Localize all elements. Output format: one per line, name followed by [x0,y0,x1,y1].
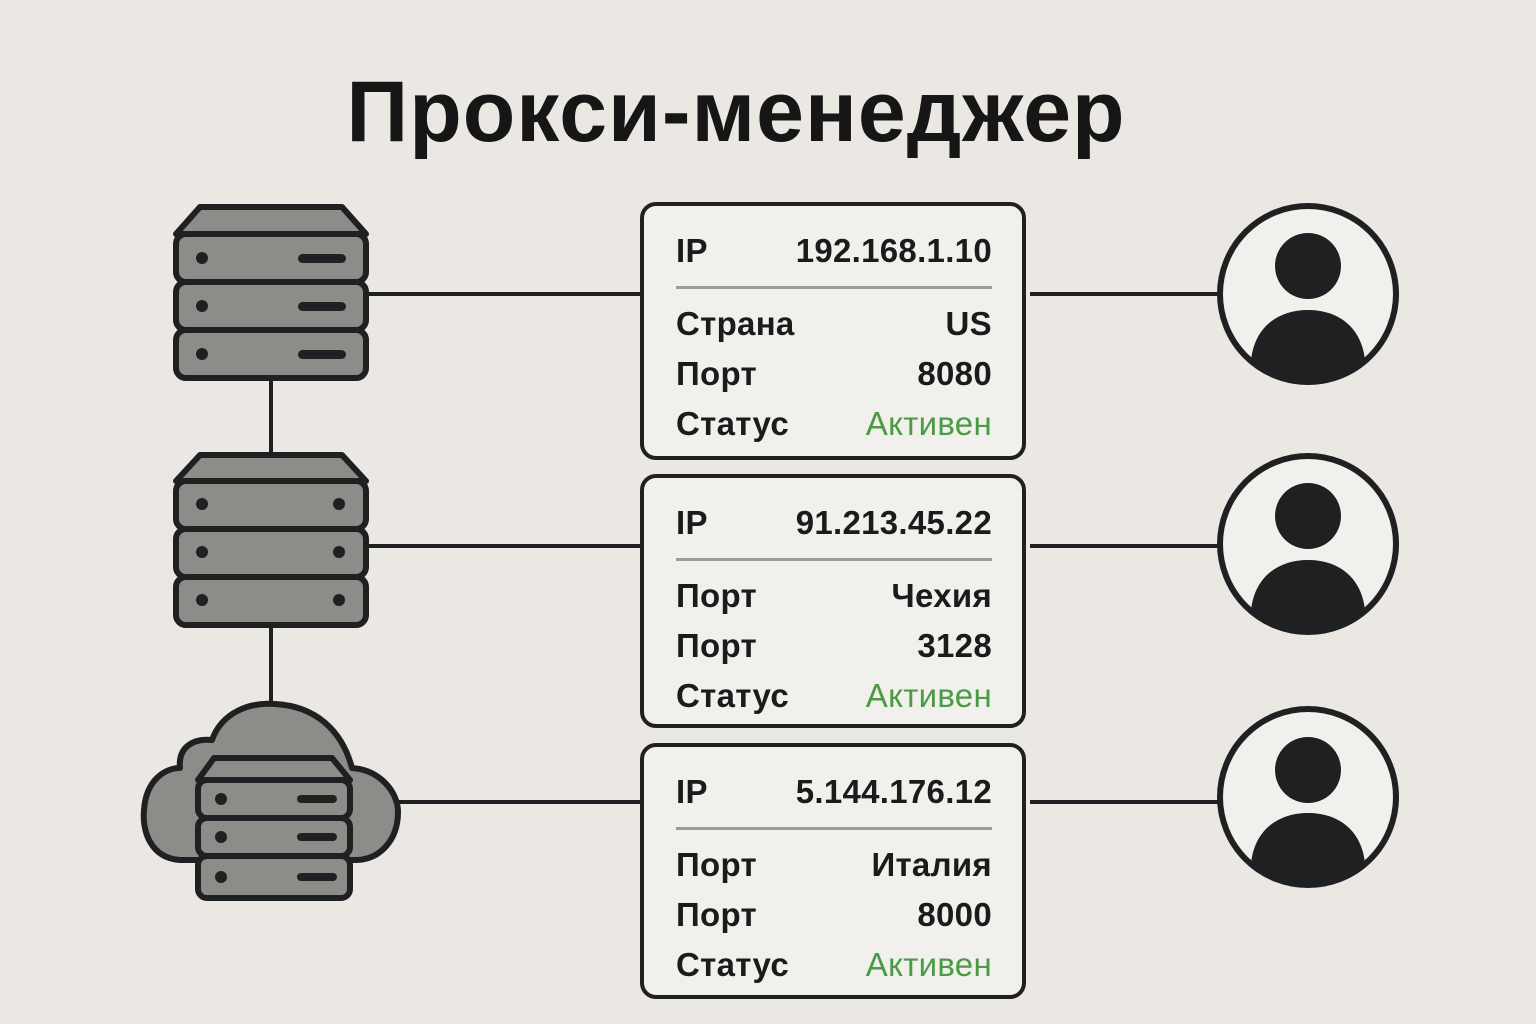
info-row: Порт 8080 [676,349,992,399]
info-value: 8080 [917,355,992,392]
ip-value: 91.213.45.22 [795,504,992,541]
info-label: Порт [676,846,757,883]
info-label: Порт [676,577,757,614]
server-rack-icon [173,204,369,381]
user-avatar-icon [1217,203,1399,385]
separator [676,827,992,830]
proxy-card[interactable]: IP 192.168.1.10 Страна US Порт 8080 Стат… [640,202,1026,460]
ip-label: IP [676,232,708,269]
status-row: Статус Активен [676,940,992,990]
ip-value: 5.144.176.12 [795,773,992,810]
status-row: Статус Активен [676,671,992,721]
info-label: Страна [676,305,795,342]
ip-label: IP [676,773,708,810]
info-row: Страна US [676,299,992,349]
status-label: Статус [676,405,790,442]
status-badge: Активен [865,405,992,442]
proxy-card[interactable]: IP 91.213.45.22 Порт Чехия Порт 3128 Ста… [640,474,1026,728]
info-row: Порт Италия [676,840,992,890]
info-value: US [945,305,992,342]
info-row: Порт 8000 [676,890,992,940]
ip-label: IP [676,504,708,541]
status-badge: Активен [865,946,992,983]
info-value: Италия [871,846,992,883]
ip-row: IP 192.168.1.10 [676,222,992,280]
info-row: Порт 3128 [676,621,992,671]
ip-row: IP 91.213.45.22 [676,494,992,552]
status-label: Статус [676,677,790,714]
info-row: Порт Чехия [676,571,992,621]
separator [676,558,992,561]
status-label: Статус [676,946,790,983]
connectors [269,292,1220,804]
server-rack-icon [173,452,369,628]
info-value: 8000 [917,896,992,933]
proxy-card[interactable]: IP 5.144.176.12 Порт Италия Порт 8000 Ст… [640,743,1026,999]
info-label: Порт [676,896,757,933]
separator [676,286,992,289]
info-value: 3128 [917,627,992,664]
status-badge: Активен [865,677,992,714]
ip-value: 192.168.1.10 [795,232,992,269]
cloud-server-icon [140,700,401,901]
page-title: Прокси-менеджер [346,64,1126,160]
info-label: Порт [676,355,757,392]
user-avatar-icon [1217,706,1399,888]
ip-row: IP 5.144.176.12 [676,763,992,821]
user-avatar-icon [1217,453,1399,635]
info-label: Порт [676,627,757,664]
status-row: Статус Активен [676,399,992,449]
info-value: Чехия [891,577,992,614]
